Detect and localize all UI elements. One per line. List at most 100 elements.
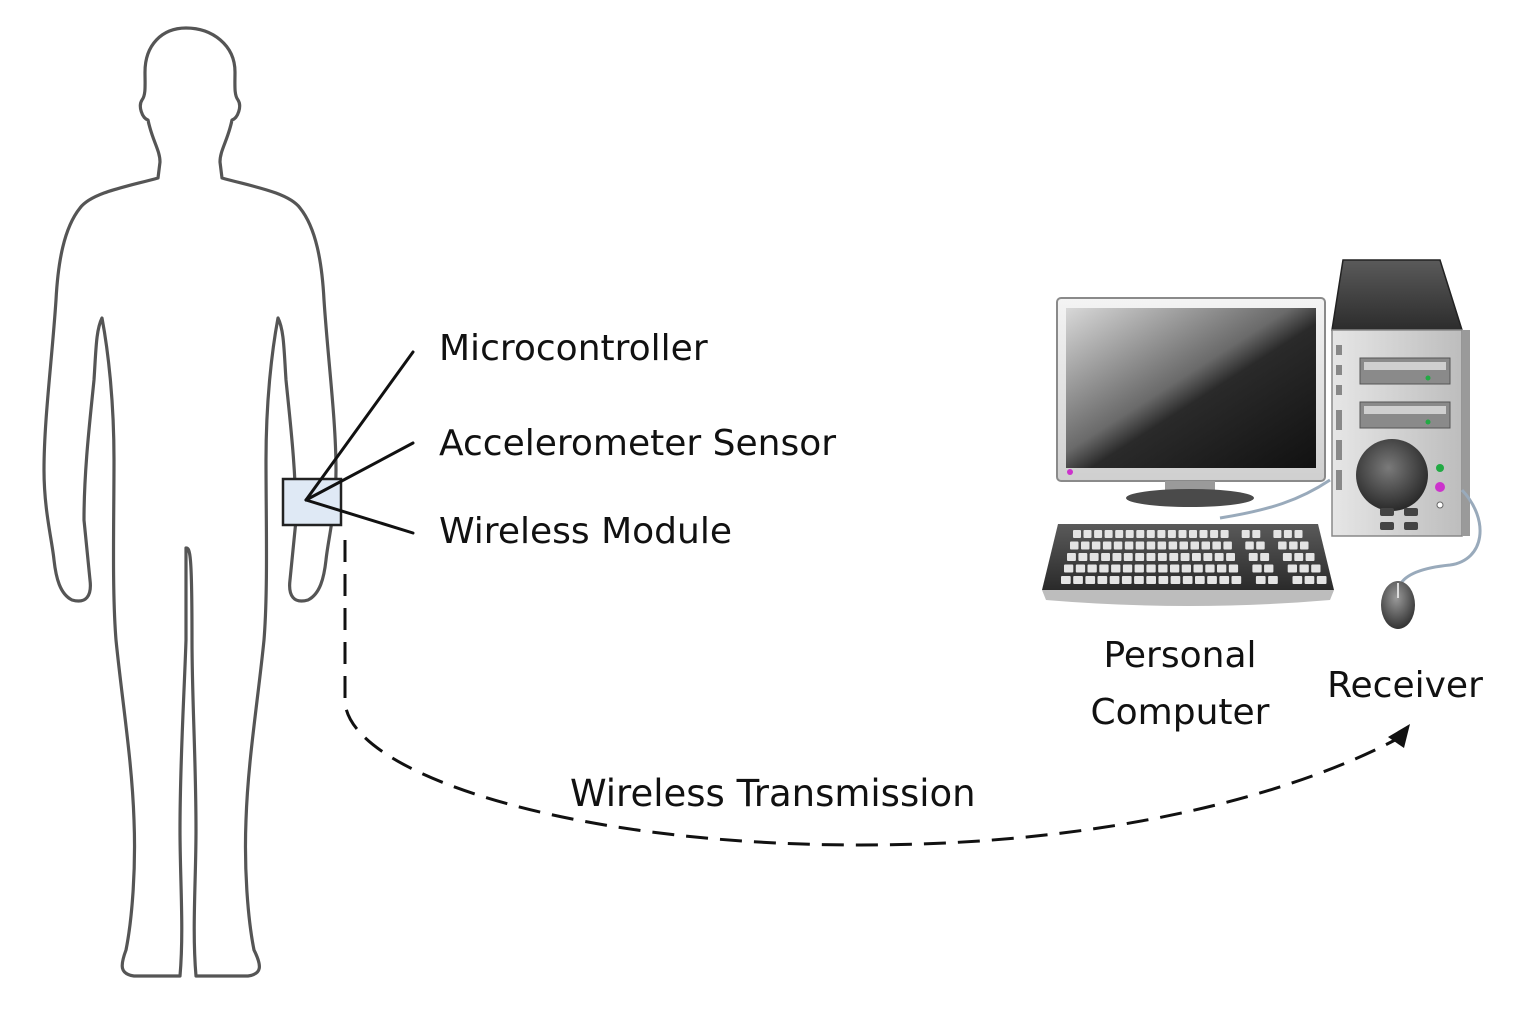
keyboard-key bbox=[1146, 541, 1156, 550]
keyboard-key bbox=[1135, 541, 1145, 550]
keyboard-key bbox=[1122, 564, 1133, 573]
keyboard-key bbox=[1245, 541, 1254, 550]
keyboard-key bbox=[1304, 576, 1315, 584]
keyboard-key bbox=[1124, 541, 1134, 550]
label-personal-computer-line2: Computer bbox=[1091, 692, 1270, 733]
keyboard-key bbox=[1264, 564, 1274, 573]
keyboard-key bbox=[1182, 576, 1193, 584]
keyboard-key bbox=[1231, 576, 1242, 584]
keyboard-key bbox=[1081, 541, 1090, 550]
keyboard-key bbox=[1083, 530, 1092, 538]
keyboard-key bbox=[1111, 564, 1121, 573]
keyboard-key bbox=[1061, 576, 1071, 584]
keyboard-key bbox=[1210, 530, 1219, 538]
keyboard-key bbox=[1070, 541, 1079, 550]
keyboard-key bbox=[1157, 530, 1166, 538]
keyboard-key bbox=[1248, 553, 1258, 561]
keyboard-key bbox=[1181, 564, 1191, 573]
keyboard-key bbox=[1157, 541, 1167, 550]
keyboard-key bbox=[1316, 576, 1327, 584]
keyboard-key bbox=[1064, 564, 1074, 573]
keyboard-key bbox=[1170, 564, 1180, 573]
keyboard-key bbox=[1146, 576, 1156, 584]
keyboard-key bbox=[1228, 564, 1239, 573]
keyboard-key bbox=[1287, 564, 1297, 573]
keyboard-key bbox=[1289, 541, 1298, 550]
keyboard-key bbox=[1109, 576, 1120, 584]
keyboard-key bbox=[1193, 564, 1203, 573]
keyboard-key bbox=[1282, 553, 1292, 561]
label-personal-computer-line1: Personal bbox=[1103, 635, 1256, 676]
keyboard-key bbox=[1104, 530, 1113, 538]
keyboard-key bbox=[1089, 553, 1099, 561]
callout-lines bbox=[304, 350, 415, 535]
keyboard-key bbox=[1195, 576, 1205, 584]
keyboard-key bbox=[1294, 530, 1303, 538]
label-wireless-transmission: Wireless Transmission bbox=[570, 772, 976, 815]
keyboard-cable bbox=[1219, 478, 1331, 520]
keyboard-key bbox=[1113, 541, 1123, 550]
keyboard-key bbox=[1102, 541, 1112, 550]
arrowhead bbox=[1388, 724, 1410, 748]
keyboard-key bbox=[1283, 530, 1292, 538]
desktop-computer-icon bbox=[1042, 259, 1482, 629]
computer-tower-icon bbox=[1331, 259, 1470, 537]
keyboard-key bbox=[1268, 576, 1278, 584]
label-microcontroller: Microcontroller bbox=[439, 328, 708, 369]
label-wireless-module: Wireless Module bbox=[439, 511, 732, 552]
keyboard-key bbox=[1073, 530, 1081, 538]
keyboard-key bbox=[1087, 564, 1097, 573]
keyboard-key bbox=[1099, 564, 1109, 573]
keyboard-key bbox=[1094, 530, 1103, 538]
keyboard-key bbox=[1170, 576, 1181, 584]
keyboard-key bbox=[1067, 553, 1076, 561]
keyboard-key bbox=[1212, 541, 1221, 550]
keyboard-key bbox=[1255, 576, 1266, 584]
keyboard-key bbox=[1189, 530, 1197, 538]
keyboard-key bbox=[1136, 530, 1145, 538]
keyboard-key bbox=[1205, 564, 1215, 573]
keyboard-key bbox=[1207, 576, 1217, 584]
keyboard-key bbox=[1085, 576, 1096, 584]
keyboard-key bbox=[1167, 530, 1176, 538]
keyboard-key bbox=[1123, 553, 1133, 561]
keyboard-key bbox=[1192, 553, 1201, 561]
keyboard-key bbox=[1179, 541, 1188, 550]
callout-line-wireless-module bbox=[304, 498, 415, 535]
keyboard-key bbox=[1178, 530, 1187, 538]
keyboard-key bbox=[1199, 530, 1208, 538]
keyboard-key bbox=[1121, 576, 1132, 584]
keyboard-key bbox=[1158, 564, 1168, 573]
keyboard-keys bbox=[1061, 530, 1327, 584]
keyboard-key bbox=[1260, 553, 1270, 561]
callout-line-microcontroller bbox=[304, 350, 415, 502]
wireless-transmission-arrow bbox=[343, 540, 1410, 847]
keyboard-key bbox=[1157, 553, 1167, 561]
keyboard-key bbox=[1273, 530, 1282, 538]
keyboard-key bbox=[1091, 541, 1101, 550]
keyboard-key bbox=[1097, 576, 1108, 584]
mouse-cable bbox=[1398, 488, 1482, 586]
keyboard-key bbox=[1125, 530, 1134, 538]
keyboard-key bbox=[1252, 530, 1261, 538]
keyboard-key bbox=[1300, 541, 1309, 550]
keyboard-key bbox=[1078, 553, 1088, 561]
keyboard-key bbox=[1311, 564, 1321, 573]
keyboard-key bbox=[1201, 541, 1210, 550]
keyboard-key bbox=[1217, 564, 1227, 573]
keyboard-key bbox=[1135, 553, 1145, 561]
keyboard-key bbox=[1158, 576, 1169, 584]
keyboard-key bbox=[1146, 553, 1156, 561]
keyboard-icon bbox=[1042, 524, 1334, 606]
keyboard-key bbox=[1219, 576, 1230, 584]
keyboard-key bbox=[1168, 541, 1178, 550]
keyboard-key bbox=[1073, 576, 1083, 584]
keyboard-key bbox=[1305, 553, 1315, 561]
keyboard-key bbox=[1256, 541, 1265, 550]
keyboard-key bbox=[1226, 553, 1235, 561]
keyboard-key bbox=[1294, 553, 1304, 561]
keyboard-key bbox=[1112, 553, 1122, 561]
mouse-icon bbox=[1381, 581, 1415, 629]
keyboard-key bbox=[1134, 576, 1144, 584]
